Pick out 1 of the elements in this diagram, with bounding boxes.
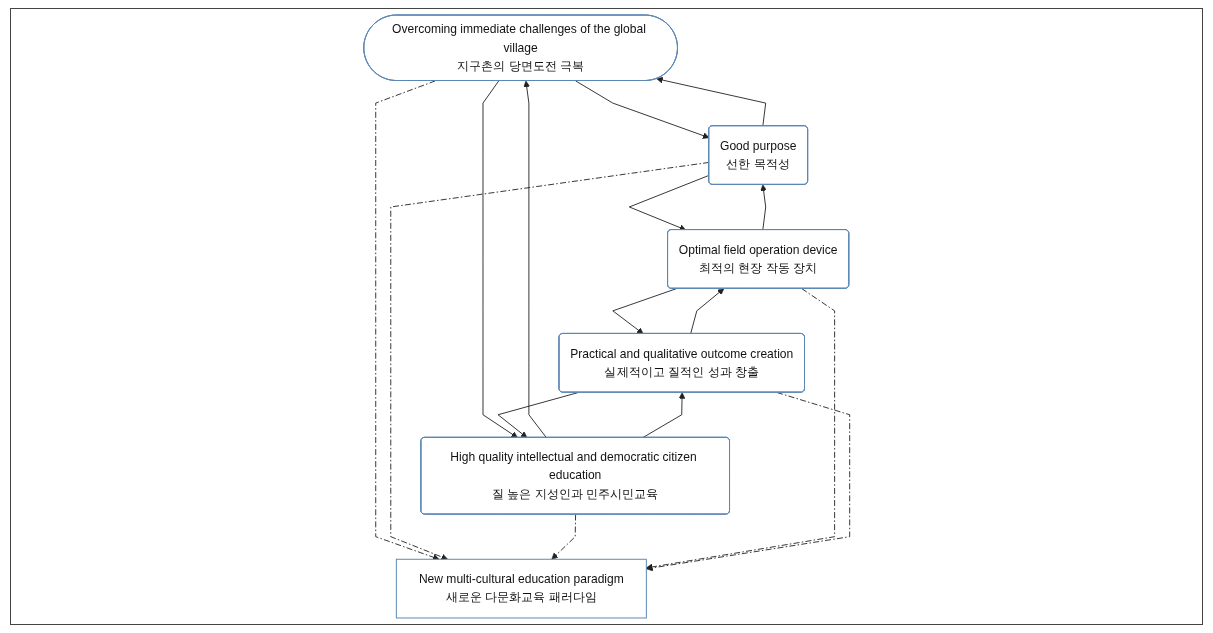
- node-box: New multi-cultural education paradigm 새로운 다문화교육 패러다임: [395, 558, 647, 619]
